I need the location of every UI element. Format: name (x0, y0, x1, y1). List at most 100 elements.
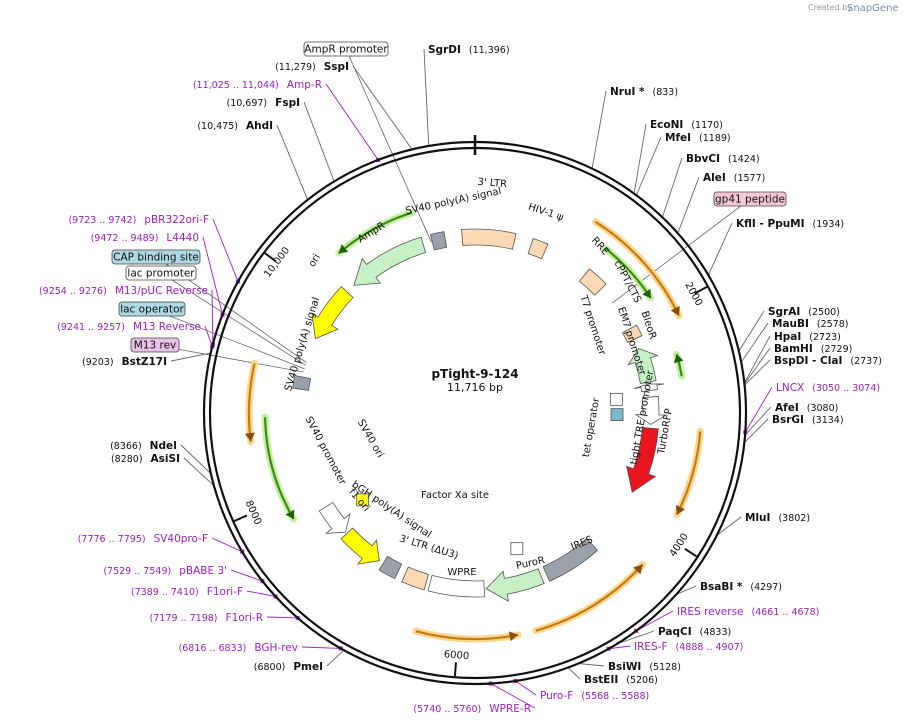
leader-ahdi (276, 124, 309, 201)
plasmid-length: 11,716 bp (447, 381, 503, 394)
enzyme-hpai: HpaI (2723) (774, 331, 841, 343)
boxed-label-lac-operator: lac operator (120, 304, 184, 316)
primer-position: (3050 .. 3074) (812, 383, 880, 394)
boxed-label-m13-rev: M13 rev (134, 340, 177, 352)
enzyme-bamhi: BamHI(2729) (774, 343, 852, 355)
leader-bsabi (676, 585, 697, 595)
enzyme-econi: EcoNI(1170) (650, 119, 723, 131)
orf-head-2 (633, 564, 643, 575)
leader-bstz17i (170, 352, 211, 362)
leader-alei (677, 176, 700, 234)
leader-ndei (180, 444, 212, 474)
enzyme-bsteii: BstEII(5206) (584, 674, 658, 686)
feature-factor-xa-site (510, 542, 524, 556)
enzyme-name: SspI (324, 61, 349, 73)
enzyme-name: MluI (745, 512, 770, 524)
orf-head-4 (244, 432, 255, 442)
enzyme-name: BsiWI (608, 661, 641, 673)
leader-bsrgi (744, 418, 769, 444)
enzyme-position: (2729) (821, 344, 853, 355)
enzyme-position: (2578) (817, 319, 849, 330)
leader-bspdi-clai (744, 359, 771, 386)
primer-pbabe-3: (7529 .. 7549)pBABE 3' (103, 565, 227, 577)
enzyme-name: HpaI (774, 331, 801, 343)
primer-sv40pro-f: (7776 .. 7795)SV40pro-F (78, 533, 208, 545)
enzyme-name: MfeI (665, 132, 691, 144)
leader-bbvci (661, 157, 683, 218)
enzyme-maubi: MauBI (2578) (772, 318, 849, 330)
plasmid-name: pTight-9-124 (431, 367, 518, 381)
enzyme-position: (4297) (750, 582, 782, 593)
enzyme-mfei: MfeI (1189) (665, 132, 731, 144)
enzyme-ndei: (8366)NdeI (110, 440, 177, 452)
enzyme-position: (3080) (807, 403, 839, 414)
primer-leader-f1ori-f (246, 590, 276, 597)
enzyme-position: (1189) (699, 133, 731, 144)
enzyme-name: EcoNI (650, 119, 683, 131)
enzyme-name: AsiSI (151, 453, 180, 465)
feature-label-ori: ori (307, 252, 323, 269)
enzyme-name: AhdI (246, 120, 273, 132)
enzyme-sgrdi: SgrDI(11,396) (428, 44, 510, 56)
feature-label-sv40-poly-a-signal: SV40 poly(A) signal (405, 186, 503, 217)
primer-name: WPRE-R (489, 703, 531, 715)
feature-bgh-poly-a-signal (378, 555, 403, 580)
primer-position: (4888 .. 4907) (676, 642, 744, 653)
leader-asisi (183, 457, 215, 487)
primer-position: (7776 .. 7795) (78, 534, 146, 545)
primer-f1ori-f: (7389 .. 7410)F1ori-F (131, 586, 243, 598)
leader-bamhi (744, 347, 771, 385)
primer-position: (7389 .. 7410) (131, 587, 199, 598)
enzyme-bsabi: BsaBI * (4297) (700, 581, 782, 593)
leader-hpai (743, 335, 771, 384)
primer-pbr322ori-f: (9723 .. 9742)pBR322ori-F (68, 214, 209, 226)
enzyme-position: (10,475) (197, 121, 238, 132)
enzyme-position: (6800) (254, 662, 286, 673)
feature-sv40-poly-a-signal (429, 231, 448, 251)
primer-position: (7179 .. 7198) (150, 613, 218, 624)
primer-position: (9241 .. 9257) (57, 322, 125, 333)
enzyme-name: BsaBI * (700, 581, 743, 593)
feature-label-sv40-ori: SV40 ori (355, 418, 386, 460)
primer-l4440: (9472 .. 9489)L4440 (91, 232, 199, 244)
tick-label-6000: 6000 (443, 649, 469, 662)
enzyme-afei: AfeI(3080) (775, 402, 838, 414)
primer-position: (7529 .. 7549) (103, 566, 171, 577)
enzyme-position: (5206) (626, 675, 658, 686)
boxed-leader-ampr-promoter (345, 48, 432, 243)
enzyme-asisi: (8280)AsiSI (111, 453, 180, 465)
enzyme-name: NruI * (610, 86, 645, 98)
enzyme-name: AleI (703, 172, 726, 184)
boxed-label-bg-ampr-promoter (303, 41, 389, 57)
enzyme-position: (2723) (809, 332, 841, 343)
boxed-label-lac-promoter: lac promoter (127, 268, 195, 280)
enzyme-name: MauBI (772, 318, 809, 330)
inner-orf-halo-2 (261, 413, 298, 523)
primer-position: (9723 .. 9742) (68, 215, 136, 226)
enzyme-position: (1934) (813, 219, 845, 230)
enzyme-nrui: NruI *(833) (610, 86, 678, 98)
leader-fspi (303, 101, 335, 182)
primer-position: (11,025 .. 11,044) (193, 80, 279, 91)
enzyme-name: BspDI - ClaI (774, 355, 842, 367)
primer-name: F1ori-R (226, 612, 263, 624)
feature-cppt-cts (622, 324, 643, 343)
leader-kfli-ppumi (707, 222, 733, 276)
enzyme-sgrai: SgrAI(2500) (768, 306, 840, 318)
enzyme-bsrgi: BsrGI(3134) (772, 414, 844, 426)
leader-sgrai (738, 310, 765, 352)
enzyme-position: (4833) (700, 627, 732, 638)
leader-sspi (352, 65, 413, 150)
enzyme-position: (2500) (808, 307, 840, 318)
primer-f1ori-r: (7179 .. 7198) F1ori-R (150, 612, 263, 624)
inner-orf-head-0 (642, 288, 651, 299)
enzyme-name: PmeI (293, 661, 323, 673)
enzyme-bstz17i: (9203)BstZ17I (82, 356, 167, 368)
leader-mfei (635, 136, 662, 196)
feature-turborfp (626, 427, 659, 493)
enzyme-sspi: (11,279)SspI (275, 61, 349, 73)
enzyme-name: PaqCI (658, 626, 692, 638)
primer-name: IRES reverse (677, 606, 744, 618)
feature-ampr (353, 236, 427, 286)
enzyme-position: (9203) (82, 357, 114, 368)
